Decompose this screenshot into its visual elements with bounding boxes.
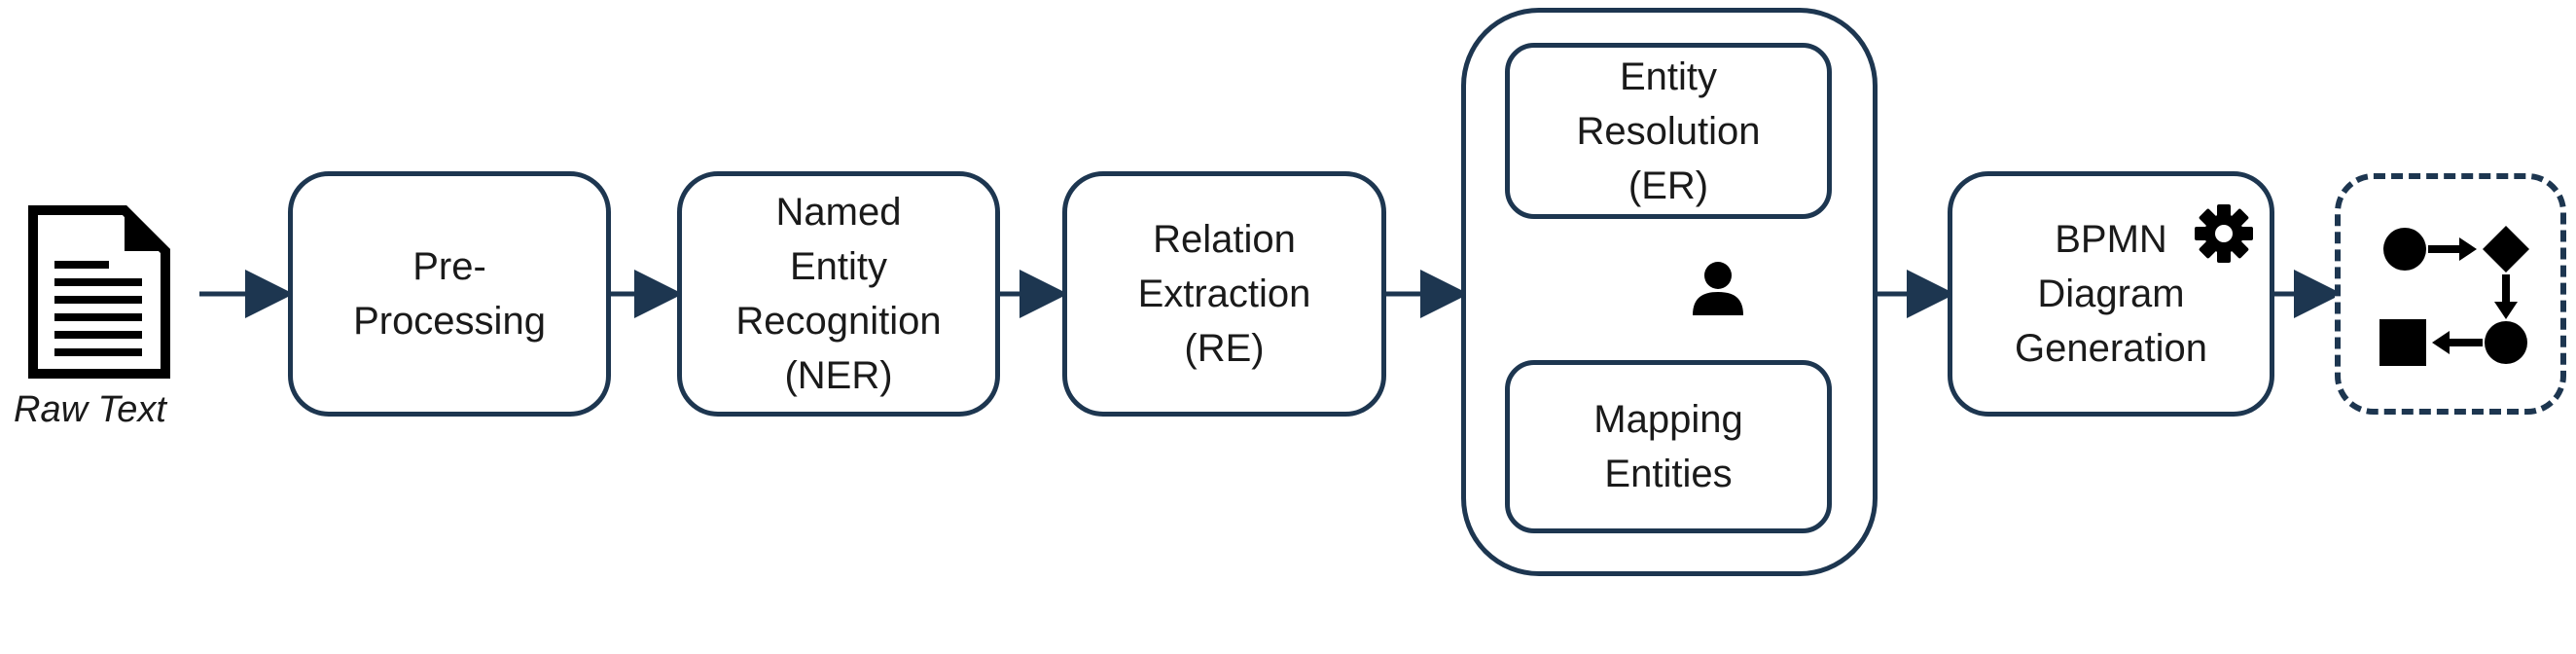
person-icon: [1693, 262, 1743, 315]
mapping-entities-step: Mapping Entities: [1505, 360, 1832, 533]
entity-resolution-step: Entity Resolution (ER): [1505, 43, 1832, 219]
re-step: Relation Extraction (RE): [1062, 171, 1386, 417]
gear-icon: [2195, 204, 2253, 263]
re-label: Relation Extraction (RE): [1137, 218, 1311, 370]
ner-label: Named Entity Recognition (NER): [735, 191, 942, 397]
entity-resolution-label: Entity Resolution (ER): [1576, 54, 1761, 207]
bpmn-generation-label: BPMN Diagram Generation: [2015, 218, 2207, 370]
preprocessing-label: Pre- Processing: [353, 245, 546, 343]
raw-text-caption: Raw Text: [14, 389, 166, 430]
document-icon: [28, 205, 170, 379]
bpmn-output: [2335, 173, 2566, 415]
mapping-entities-label: Mapping Entities: [1593, 398, 1743, 495]
preprocessing-step: Pre- Processing: [288, 171, 611, 417]
ner-step: Named Entity Recognition (NER): [677, 171, 1000, 417]
bpmn-diagram-icon: [2379, 226, 2529, 366]
